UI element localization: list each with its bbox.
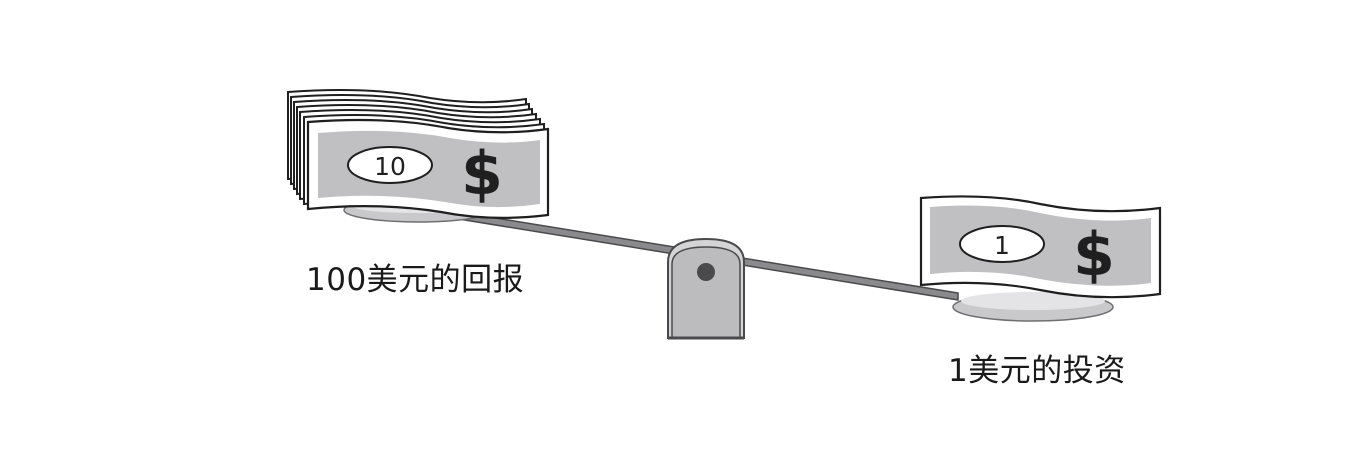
- fulcrum: [667, 237, 745, 340]
- dollar-sign-left: $: [461, 139, 503, 209]
- denomination-oval-right: [959, 225, 1045, 263]
- bill-denomination-right: 1: [994, 231, 1010, 260]
- dollar-sign-right: $: [1073, 220, 1115, 290]
- caption-return: 100美元的回报: [306, 262, 525, 298]
- money-bill-right: 1 $: [919, 195, 1162, 299]
- right-pan: [952, 292, 1114, 322]
- caption-investment: 1美元的投资: [948, 353, 1126, 389]
- bill-denomination-left: 10: [374, 152, 406, 181]
- fulcrum-pivot: [697, 263, 715, 281]
- money-stack-left: 10 $: [287, 89, 550, 219]
- denomination-oval-left: [347, 146, 433, 184]
